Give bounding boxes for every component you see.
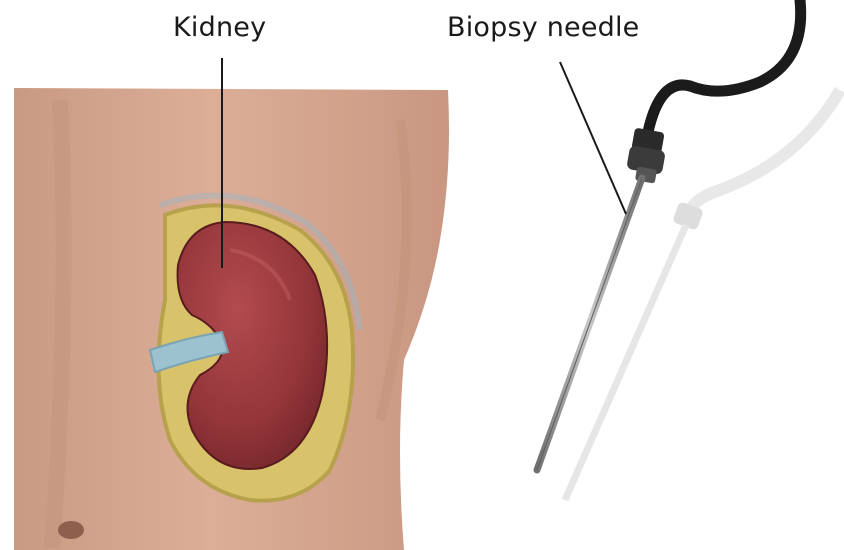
needle-shadow <box>565 90 840 500</box>
needle-cable <box>648 0 801 132</box>
needle-shaft-edge <box>537 178 642 470</box>
needle-hub <box>626 128 666 184</box>
biopsy-needle-leader-line <box>560 62 626 214</box>
navel <box>58 521 84 539</box>
